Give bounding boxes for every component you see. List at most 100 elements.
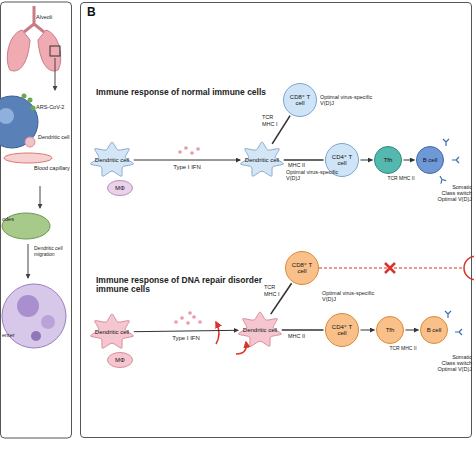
cell-name: Dendritic cell: [95, 157, 129, 163]
contact-line: [284, 159, 324, 161]
cell-name: CD8⁺ T cell: [285, 94, 315, 107]
cell-outline: [91, 142, 134, 176]
annotation-label: Optimal V(D)J: [414, 366, 472, 372]
cell-outline: [284, 84, 317, 117]
annotation-label: enter: [2, 332, 32, 338]
section-title: Immune response of DNA repair disorder i…: [96, 276, 278, 295]
cell-outline: [375, 147, 402, 174]
dendritic-cell-icon: [25, 137, 35, 147]
increase-arrow: [216, 322, 219, 344]
cell-node: MΦ: [107, 180, 133, 196]
virus-particle: [28, 98, 33, 103]
cell-name: MΦ: [115, 185, 125, 191]
annotation-label: MHC I: [262, 121, 284, 127]
annotation-label: MHC II: [288, 333, 314, 339]
cell-node: CD8⁺ T cell: [283, 83, 317, 117]
cell-node: Dendritic cell: [89, 313, 135, 351]
cell-outline: [417, 147, 444, 174]
cell-name: Tfh: [384, 157, 393, 163]
cell-node: Dendritic cell: [237, 311, 283, 349]
ifn-dot: [198, 320, 202, 324]
annotation-label: Dendritic cell: [38, 134, 70, 140]
cell-outline: [239, 312, 282, 346]
flow-arrow: [134, 330, 239, 331]
panel-letter: B: [87, 6, 96, 19]
germinal-center: [2, 284, 66, 348]
cell-node: B cell: [420, 316, 448, 344]
annotation-label: TCR: [262, 114, 282, 120]
cell-outline: [108, 181, 133, 196]
flow-arrow: [404, 160, 415, 161]
annotation-label: TCR: [264, 284, 284, 290]
panel-frame: BDendritic cellMΦDendritic cellCD8⁺ T ce…: [80, 2, 472, 438]
ifn-dot: [192, 315, 196, 319]
cell-name: Dendritic cell: [95, 329, 129, 335]
virus-particle: [31, 106, 36, 111]
antibody: [455, 329, 462, 335]
annotation-label: Optimal V(D)J: [414, 196, 472, 202]
blood-capillary: [4, 153, 52, 163]
annotation-label: Optimal virus-specific V(D)J: [286, 169, 344, 181]
ifn-dot: [188, 311, 192, 315]
antibody: [437, 175, 446, 184]
annotation-label: MHC I: [264, 291, 286, 297]
migration-arrow: [28, 244, 29, 278]
contact-line: [282, 329, 324, 331]
annotation-label: Somatic: [414, 184, 472, 190]
lymph-node: [2, 213, 50, 239]
cell-name: CD8⁺ T cell: [287, 262, 317, 275]
ifn-dot: [184, 146, 188, 150]
annotation-label: odes: [2, 216, 32, 222]
cell-name: B cell: [423, 157, 438, 163]
flow-arrow: [55, 58, 56, 90]
annotation-label: Class switch: [414, 360, 472, 366]
block-cross: [385, 263, 395, 273]
cell-nucleus: [0, 108, 14, 124]
cell-node: CD4⁺ T cell: [325, 313, 359, 347]
cropped-cell: [464, 256, 474, 280]
cell-node: CD8⁺ T cell: [285, 251, 319, 285]
cell-node: Tfh: [376, 316, 404, 344]
annotation-label: Optimal virus-specific V(D)J: [320, 94, 380, 106]
contact-line: [272, 116, 290, 144]
ifn-dot: [178, 150, 182, 154]
cell-node: Dendritic cell: [239, 141, 285, 179]
ifn-dot: [186, 321, 190, 325]
flow-arrow: [134, 160, 241, 161]
annotation-label: ARS-CoV-2: [36, 104, 70, 110]
edge-label: Type I IFN: [161, 335, 211, 342]
annotation-label: TCR MHC II: [386, 346, 420, 352]
cell-outline: [241, 142, 284, 176]
cell-outline: [91, 314, 134, 348]
flow-arrow: [361, 160, 373, 161]
germinal-cell: [41, 315, 55, 329]
panel-frame: [1, 2, 72, 438]
lung-lobe: [38, 30, 61, 71]
annotation-label: TCR MHC II: [384, 176, 418, 182]
increase-arrow: [236, 342, 246, 354]
cell-name: CD4⁺ T cell: [327, 154, 357, 167]
germinal-cell: [17, 295, 39, 317]
ifn-dot: [196, 147, 200, 151]
lung-lobe: [7, 30, 30, 71]
cell-name: Tfh: [386, 327, 395, 333]
flow-arrow: [40, 186, 41, 208]
alveolar-cell: [0, 96, 38, 148]
section-title: Immune response of normal immune cells: [96, 88, 278, 97]
cell-outline: [421, 317, 448, 344]
antibody: [445, 311, 451, 318]
zoom-box: [50, 46, 60, 56]
annotation-label: Dendritic cell migration: [34, 246, 71, 257]
annotation-label: Optimal virus-specific V(D)J: [322, 290, 382, 302]
germinal-cell: [31, 331, 41, 341]
cell-node: Tfh: [374, 146, 402, 174]
annotation-label: Alveoli: [36, 14, 70, 20]
cell-node: Dendritic cell: [89, 141, 135, 179]
cell-name: Dendritic cell: [245, 157, 279, 163]
cell-name: MΦ: [115, 357, 125, 363]
